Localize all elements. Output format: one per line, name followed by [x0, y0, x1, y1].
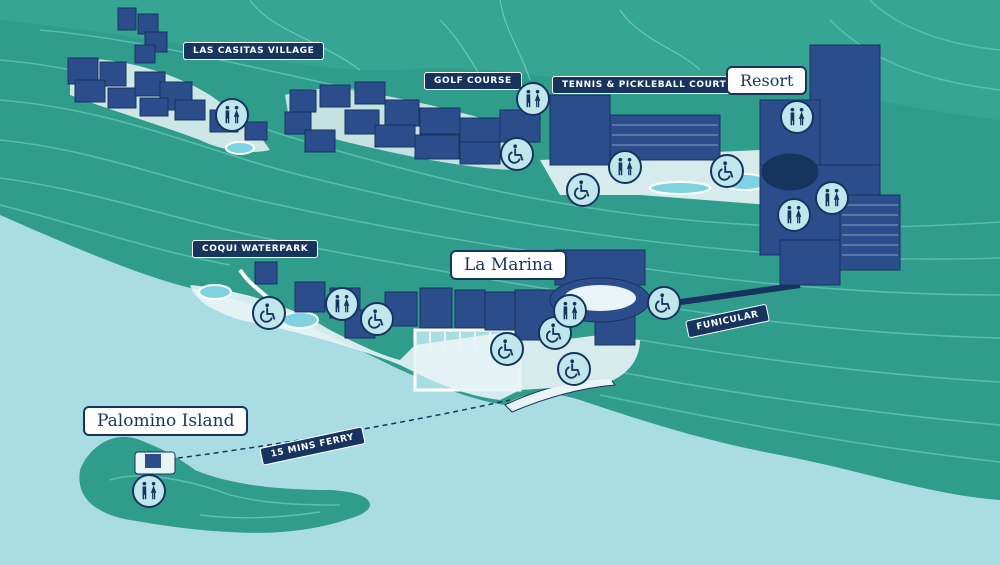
palomino-island-label: Palomino Island [83, 406, 249, 436]
wheelchair-icon[interactable] [252, 296, 286, 330]
wheelchair-icon[interactable] [490, 332, 524, 366]
restroom-icon[interactable] [215, 98, 249, 132]
restroom-icon[interactable] [608, 150, 642, 184]
wheelchair-icon[interactable] [360, 302, 394, 336]
la-marina-label: La Marina [450, 250, 568, 280]
wheelchair-icon[interactable] [710, 154, 744, 188]
tennis-courts-label: TENNIS & PICKLEBALL COURTS [552, 76, 744, 94]
wheelchair-icon[interactable] [500, 137, 534, 171]
restroom-icon[interactable] [780, 100, 814, 134]
restroom-icon[interactable] [553, 294, 587, 328]
villa-buildings [284, 81, 541, 165]
restroom-icon[interactable] [132, 474, 166, 508]
restroom-icon[interactable] [516, 82, 550, 116]
resort-buildings [549, 44, 901, 286]
wheelchair-icon[interactable] [566, 173, 600, 207]
wheelchair-icon[interactable] [557, 352, 591, 386]
restroom-icon[interactable] [777, 198, 811, 232]
restroom-icon[interactable] [815, 181, 849, 215]
restroom-icon[interactable] [325, 287, 359, 321]
resort-label: Resort [726, 66, 808, 95]
funicular-track [659, 282, 801, 308]
coqui-waterpark-label: COQUI WATERPARK [192, 240, 319, 258]
golf-course-label: GOLF COURSE [424, 72, 522, 90]
wheelchair-icon[interactable] [647, 286, 681, 320]
las-casitas-label: LAS CASITAS VILLAGE [183, 42, 325, 60]
